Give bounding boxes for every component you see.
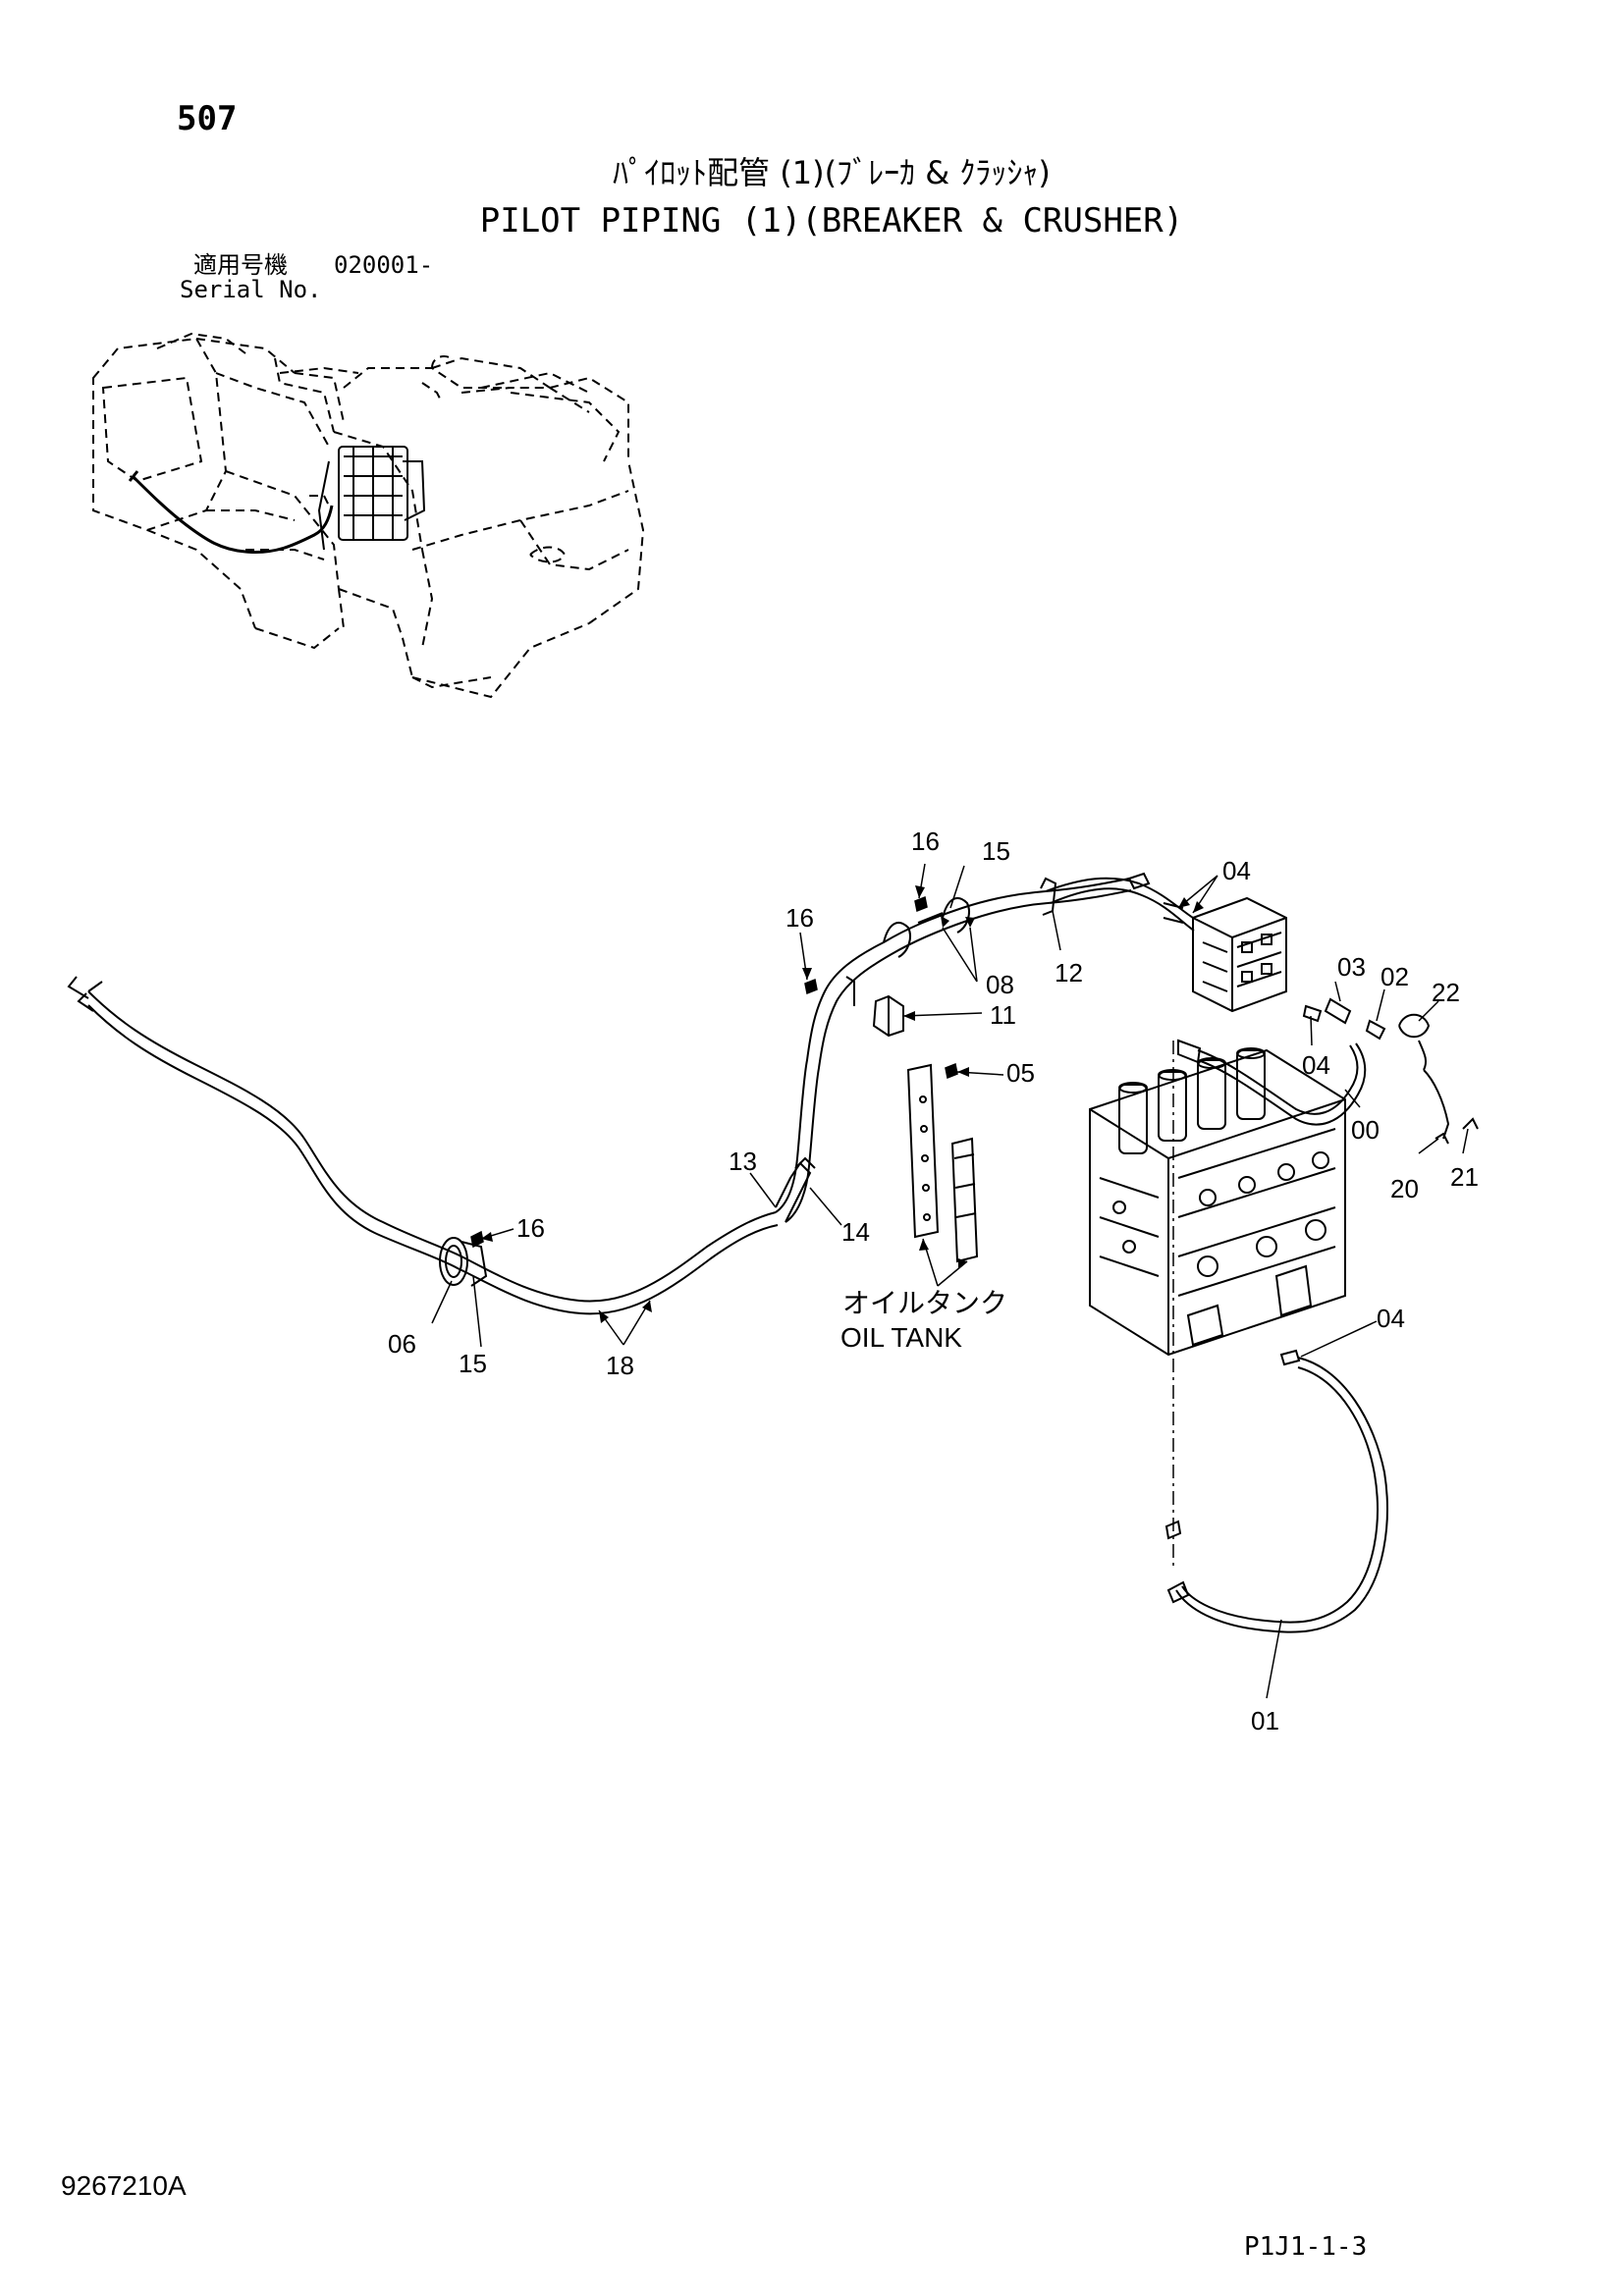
upper-solenoid-valve bbox=[1127, 872, 1287, 1013]
overview-pilot-line bbox=[128, 470, 334, 555]
hose-01 bbox=[1164, 1349, 1388, 1633]
serial-label-japanese: 適用号機 bbox=[193, 251, 288, 279]
callout-06: 06 bbox=[388, 1329, 416, 1359]
callout-02: 02 bbox=[1380, 962, 1409, 991]
excavator-overview-drawing bbox=[92, 332, 645, 699]
bolt-16-marks bbox=[470, 895, 958, 1249]
callout-arrowheads bbox=[481, 885, 1204, 1323]
overview-valve-highlight bbox=[317, 446, 426, 551]
callout-08: 08 bbox=[986, 970, 1014, 999]
callout-leader-lines bbox=[431, 863, 1469, 1699]
pilot-hose-line-18 bbox=[67, 976, 779, 1315]
fittings-03-02-22 bbox=[1324, 997, 1479, 1145]
callout-11: 11 bbox=[990, 1000, 1016, 1030]
callout-15-top: 15 bbox=[982, 836, 1010, 866]
callout-20: 20 bbox=[1390, 1174, 1419, 1203]
callout-21: 21 bbox=[1450, 1162, 1479, 1192]
document-code: 9267210A bbox=[61, 2170, 187, 2201]
oil-tank-brackets bbox=[906, 1063, 979, 1263]
page-title-japanese: ﾊﾟｲﾛｯﾄ配管 (1)(ﾌﾞﾚｰｶ & ｸﾗｯｼｬ) bbox=[613, 154, 1051, 191]
callout-00: 00 bbox=[1351, 1115, 1380, 1145]
callout-04-mid: 04 bbox=[1302, 1050, 1330, 1080]
callout-13: 13 bbox=[729, 1147, 757, 1176]
callout-12: 12 bbox=[1055, 958, 1083, 988]
grommet-06 bbox=[439, 1237, 488, 1287]
pilot-hose-upper bbox=[775, 877, 1195, 1223]
callout-04-upper: 04 bbox=[1222, 856, 1251, 885]
clip-08 bbox=[883, 897, 970, 958]
page-title-english: PILOT PIPING (1)(BREAKER & CRUSHER) bbox=[479, 201, 1184, 240]
callout-05: 05 bbox=[1006, 1058, 1035, 1088]
serial-number-value: 020001- bbox=[334, 251, 434, 279]
serial-label-english: Serial No. bbox=[180, 276, 322, 303]
callout-16-top: 16 bbox=[911, 827, 940, 856]
oil-tank-label-english: OIL TANK bbox=[840, 1322, 962, 1353]
callout-numbers: 16 15 16 04 12 08 11 03 02 22 05 04 00 2… bbox=[388, 827, 1479, 1735]
callout-22: 22 bbox=[1432, 978, 1460, 1007]
callout-01: 01 bbox=[1251, 1706, 1279, 1735]
callout-15-lower: 15 bbox=[459, 1349, 487, 1378]
page-number: 507 bbox=[177, 99, 238, 138]
oil-tank-label-japanese: オイルタンク bbox=[842, 1288, 1007, 1318]
clamp-14 bbox=[775, 1156, 816, 1223]
bracket-11 bbox=[845, 976, 904, 1038]
hose-00 bbox=[1177, 1004, 1367, 1126]
callout-16-left: 16 bbox=[785, 903, 814, 933]
callout-16-lower: 16 bbox=[516, 1213, 545, 1243]
main-control-valve bbox=[1089, 1047, 1346, 1357]
clamp-12 bbox=[1040, 877, 1057, 916]
callout-18: 18 bbox=[606, 1351, 634, 1380]
callout-03: 03 bbox=[1337, 952, 1366, 982]
sheet-code: P1J1-1-3 bbox=[1244, 2232, 1368, 2262]
callout-14: 14 bbox=[841, 1217, 870, 1247]
callout-04-lower: 04 bbox=[1377, 1304, 1405, 1333]
